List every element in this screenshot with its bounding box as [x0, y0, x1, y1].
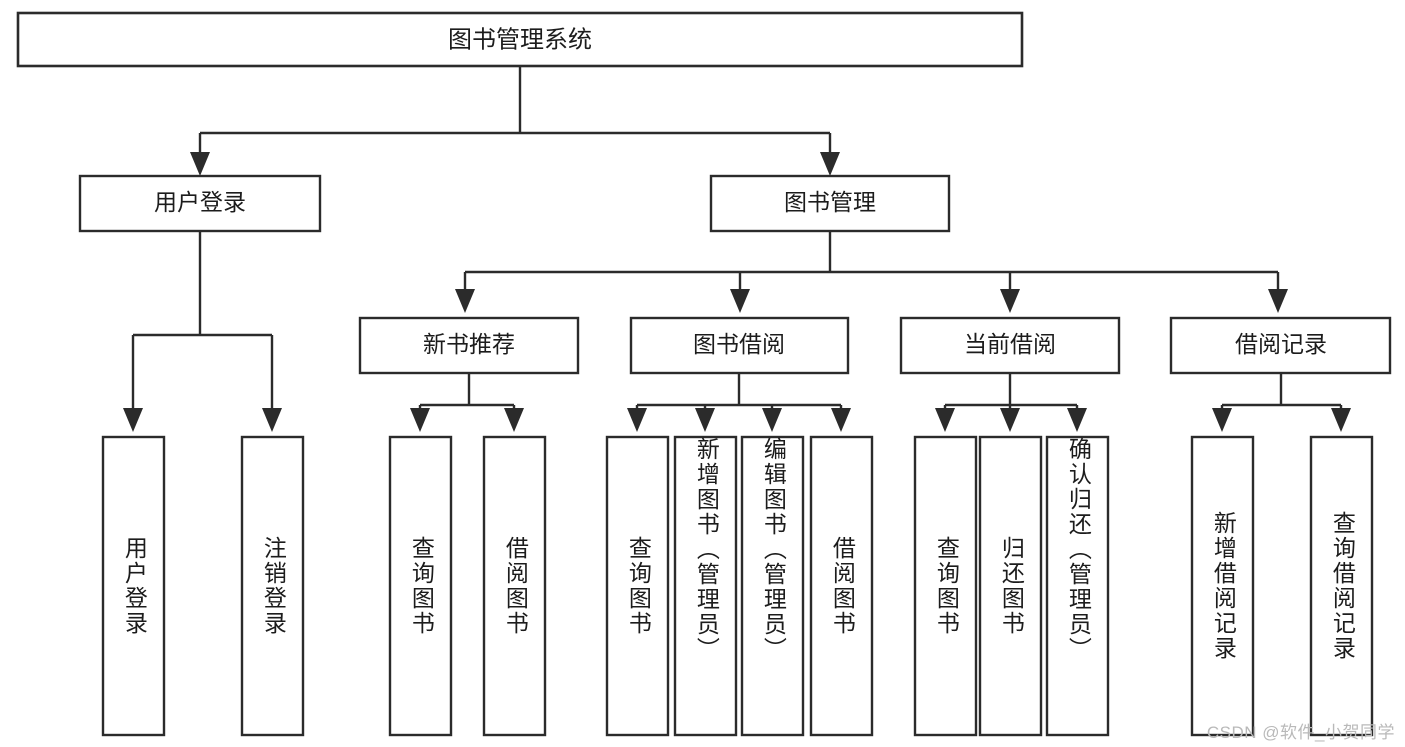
- connector-new-book-rec-to-leaves: [418, 373, 516, 410]
- node-user-login-box[interactable]: [78, 174, 322, 233]
- node-layer: 图书管理系统 用户登录 图书管理 新书推荐 图书借阅: [16, 11, 1392, 737]
- leaf-current-1-box[interactable]: [913, 435, 978, 737]
- connector-borrow-record-to-leaves: [1220, 373, 1343, 410]
- node-current-borrow-box[interactable]: [899, 316, 1121, 375]
- arrow-to-borrow-record: [1268, 289, 1288, 313]
- arrow-to-leaf-login-1: [123, 408, 143, 432]
- leaf-current-2-box[interactable]: [978, 435, 1043, 737]
- node-borrow-record-box[interactable]: [1169, 316, 1392, 375]
- node-current-borrow-label: 当前借阅: [964, 331, 1056, 357]
- arrow-to-leaf-borrow-3: [762, 408, 782, 432]
- connector-user-login-to-leaves: [131, 231, 274, 410]
- node-new-book-rec-box[interactable]: [358, 316, 580, 375]
- node-borrow-record[interactable]: 借阅记录: [1169, 316, 1392, 375]
- arrow-to-book-manage: [820, 152, 840, 176]
- node-new-book-rec-label: 新书推荐: [423, 331, 515, 357]
- arrow-to-book-borrow: [730, 289, 750, 313]
- node-root[interactable]: 图书管理系统: [16, 11, 1024, 68]
- leaf-new-1-box[interactable]: [388, 435, 453, 737]
- leaf-new-2-box[interactable]: [482, 435, 547, 737]
- leaf-record-1-box[interactable]: [1190, 435, 1255, 737]
- arrow-to-leaf-record-2: [1331, 408, 1351, 432]
- node-new-book-rec[interactable]: 新书推荐: [358, 316, 580, 375]
- node-user-login[interactable]: 用户登录: [78, 174, 322, 233]
- node-book-manage[interactable]: 图书管理: [709, 174, 951, 233]
- arrow-to-leaf-login-2: [262, 408, 282, 432]
- arrow-to-current-borrow: [1000, 289, 1020, 313]
- arrow-to-leaf-record-1: [1212, 408, 1232, 432]
- arrow-to-leaf-current-3: [1067, 408, 1087, 432]
- arrow-to-leaf-new-2: [504, 408, 524, 432]
- node-root-label: 图书管理系统: [448, 26, 592, 53]
- node-book-manage-box[interactable]: [709, 174, 951, 233]
- leaf-borrow-1-box[interactable]: [605, 435, 670, 737]
- node-root-box[interactable]: [16, 11, 1024, 68]
- arrow-to-new-book-rec: [455, 289, 475, 313]
- node-book-manage-label: 图书管理: [784, 189, 876, 215]
- connector-current-borrow-to-leaves: [943, 373, 1079, 410]
- leaf-login-1-box[interactable]: [101, 435, 166, 737]
- connector-book-manage-to-level2: [463, 231, 1280, 297]
- connector-layer: [123, 66, 1351, 432]
- node-book-borrow-label: 图书借阅: [693, 331, 785, 357]
- arrow-to-leaf-new-1: [410, 408, 430, 432]
- arrow-to-leaf-current-1: [935, 408, 955, 432]
- node-current-borrow[interactable]: 当前借阅: [899, 316, 1121, 375]
- leaf-current-3-box[interactable]: [1045, 435, 1110, 737]
- connector-root-to-level1: [198, 66, 832, 160]
- node-user-login-label: 用户登录: [154, 189, 246, 215]
- arrow-to-user-login: [190, 152, 210, 176]
- node-book-borrow[interactable]: 图书借阅: [629, 316, 850, 375]
- leaf-borrow-2-box[interactable]: [673, 435, 738, 737]
- arrow-to-leaf-borrow-1: [627, 408, 647, 432]
- node-borrow-record-label: 借阅记录: [1235, 331, 1327, 357]
- arrow-to-leaf-borrow-2: [695, 408, 715, 432]
- arrow-to-leaf-borrow-4: [831, 408, 851, 432]
- node-book-borrow-box[interactable]: [629, 316, 850, 375]
- leaf-login-2-box[interactable]: [240, 435, 305, 737]
- arrow-to-leaf-current-2: [1000, 408, 1020, 432]
- connector-book-borrow-to-leaves: [635, 373, 843, 410]
- leaf-borrow-3-box[interactable]: [740, 435, 805, 737]
- leaf-borrow-4-box[interactable]: [809, 435, 874, 737]
- leaf-record-2-box[interactable]: [1309, 435, 1374, 737]
